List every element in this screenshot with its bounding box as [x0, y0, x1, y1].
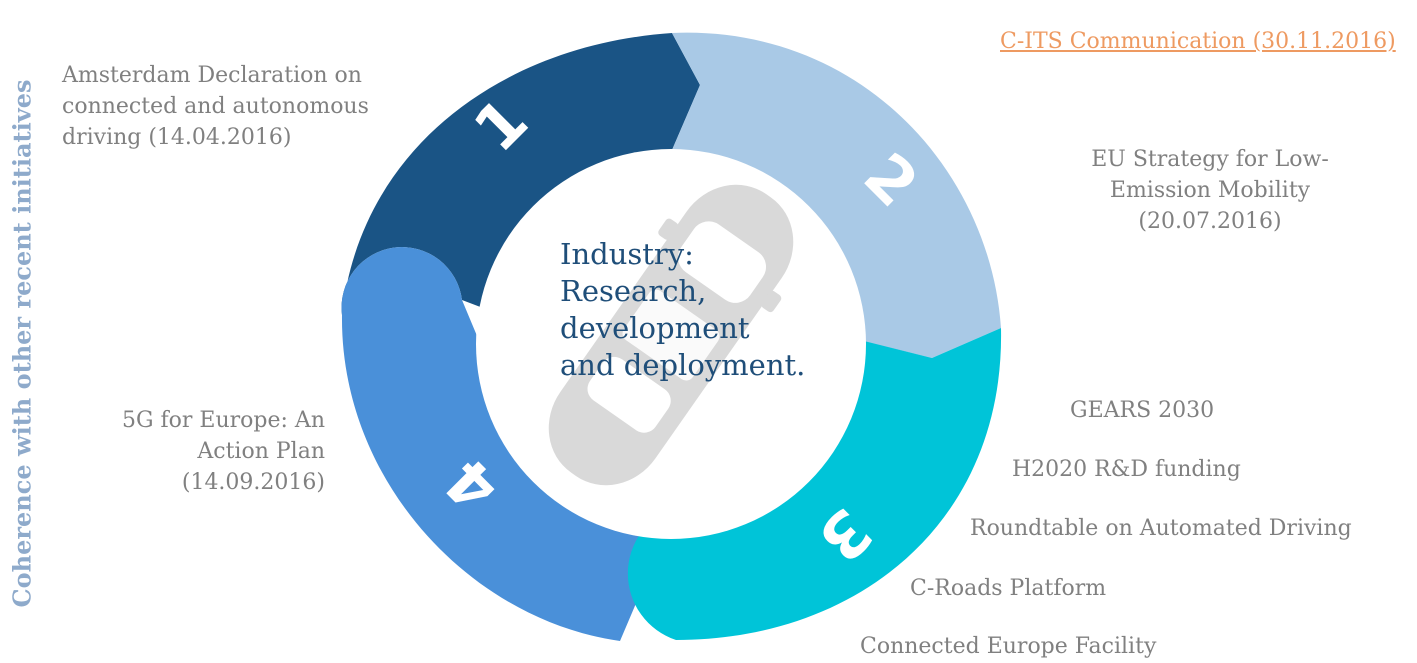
amsterdam-line-3: driving (14.04.2016)	[62, 125, 292, 150]
eu-strategy-line-2: Emission Mobility	[1109, 178, 1311, 203]
gears-label: GEARS 2030	[1070, 398, 1215, 423]
amsterdam-line-2: connected and autonomous	[62, 94, 369, 119]
amsterdam-label: Amsterdam Declaration on connected and a…	[62, 60, 369, 153]
fiveg-label: 5G for Europe: An Action Plan (14.09.201…	[60, 405, 325, 498]
eu-strategy-label: EU Strategy for Low- Emission Mobility (…	[1070, 144, 1350, 237]
fiveg-line-3: (14.09.2016)	[181, 470, 325, 495]
h2020-label: H2020 R&D funding	[1012, 457, 1241, 482]
segment-2	[672, 32, 1001, 359]
cef-label: Connected Europe Facility	[860, 634, 1157, 659]
center-line-1: Industry:	[560, 237, 694, 271]
roundtable-label: Roundtable on Automated Driving	[970, 516, 1352, 541]
center-label: Industry: Research, development and depl…	[560, 236, 880, 384]
segment-1	[341, 33, 700, 315]
car-icon	[548, 184, 794, 486]
cits-communication-link[interactable]: C-ITS Communication (30.11.2016)	[1000, 29, 1396, 54]
fiveg-line-1: 5G for Europe: An	[121, 408, 325, 433]
center-line-4: and deployment.	[560, 348, 806, 382]
segment-3	[627, 328, 1002, 640]
center-line-2: Research,	[560, 274, 707, 308]
croads-label: C-Roads Platform	[910, 576, 1107, 601]
amsterdam-line-1: Amsterdam Declaration on	[62, 63, 362, 88]
eu-strategy-line-1: EU Strategy for Low-	[1091, 147, 1329, 172]
center-line-3: development	[560, 311, 750, 345]
fiveg-line-2: Action Plan	[197, 439, 325, 464]
eu-strategy-line-3: (20.07.2016)	[1138, 209, 1282, 234]
